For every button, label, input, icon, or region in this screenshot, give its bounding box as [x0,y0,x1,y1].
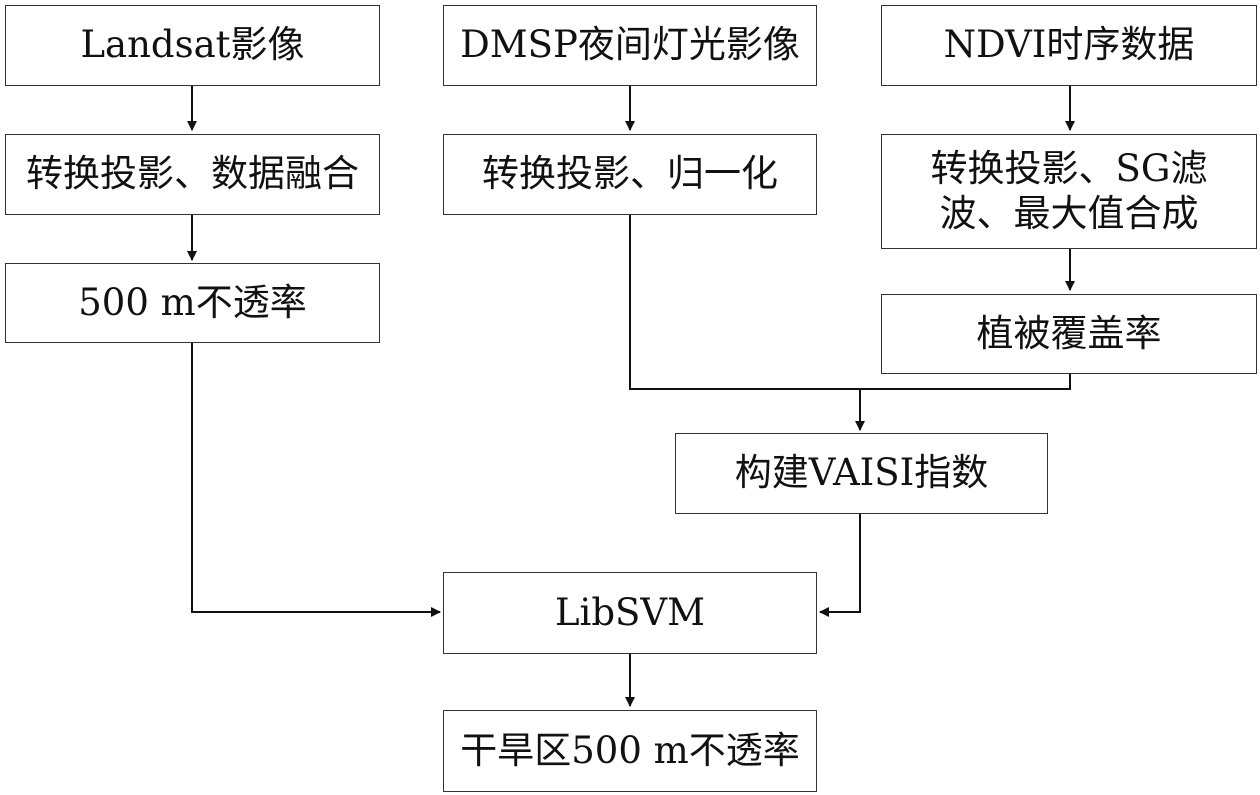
libsvm-label: LibSVM [554,590,706,634]
result-node: 干旱区500 m不透率 [443,710,817,792]
ndvi-node: NDVI时序数据 [881,5,1257,86]
result-label: 干旱区500 m不透率 [460,728,800,772]
imperv500-node: 500 m不透率 [5,263,380,343]
proj-sg-node: 转换投影、SG滤 波、最大值合成 [881,134,1257,249]
vaisi-node: 构建VAISI指数 [675,433,1048,514]
arrow-imperv-to-libsvm [191,343,441,617]
line-veg-to-junction [860,374,1071,390]
veg-cover-node: 植被覆盖率 [881,294,1257,374]
dmsp-node: DMSP夜间灯光影像 [443,5,817,86]
ndvi-label: NDVI时序数据 [943,23,1195,67]
vaisi-label: 构建VAISI指数 [734,451,989,495]
libsvm-node: LibSVM [443,572,817,654]
landsat-label: Landsat影像 [80,23,305,67]
imperv500-label: 500 m不透率 [78,280,307,324]
arrow-vaisi-to-libsvm [819,514,861,617]
proj-sg-label-line1: 转换投影、SG滤 [930,147,1208,191]
dmsp-label: DMSP夜间灯光影像 [460,23,800,67]
proj-norm-label: 转换投影、归一化 [482,152,778,196]
landsat-node: Landsat影像 [5,5,380,86]
proj-fusion-label: 转换投影、数据融合 [26,152,359,196]
line-norm-to-junction [629,215,860,390]
proj-norm-node: 转换投影、归一化 [443,134,817,215]
proj-sg-label-line2: 波、最大值合成 [939,191,1199,235]
veg-cover-label: 植被覆盖率 [976,311,1162,355]
proj-fusion-node: 转换投影、数据融合 [5,134,380,215]
